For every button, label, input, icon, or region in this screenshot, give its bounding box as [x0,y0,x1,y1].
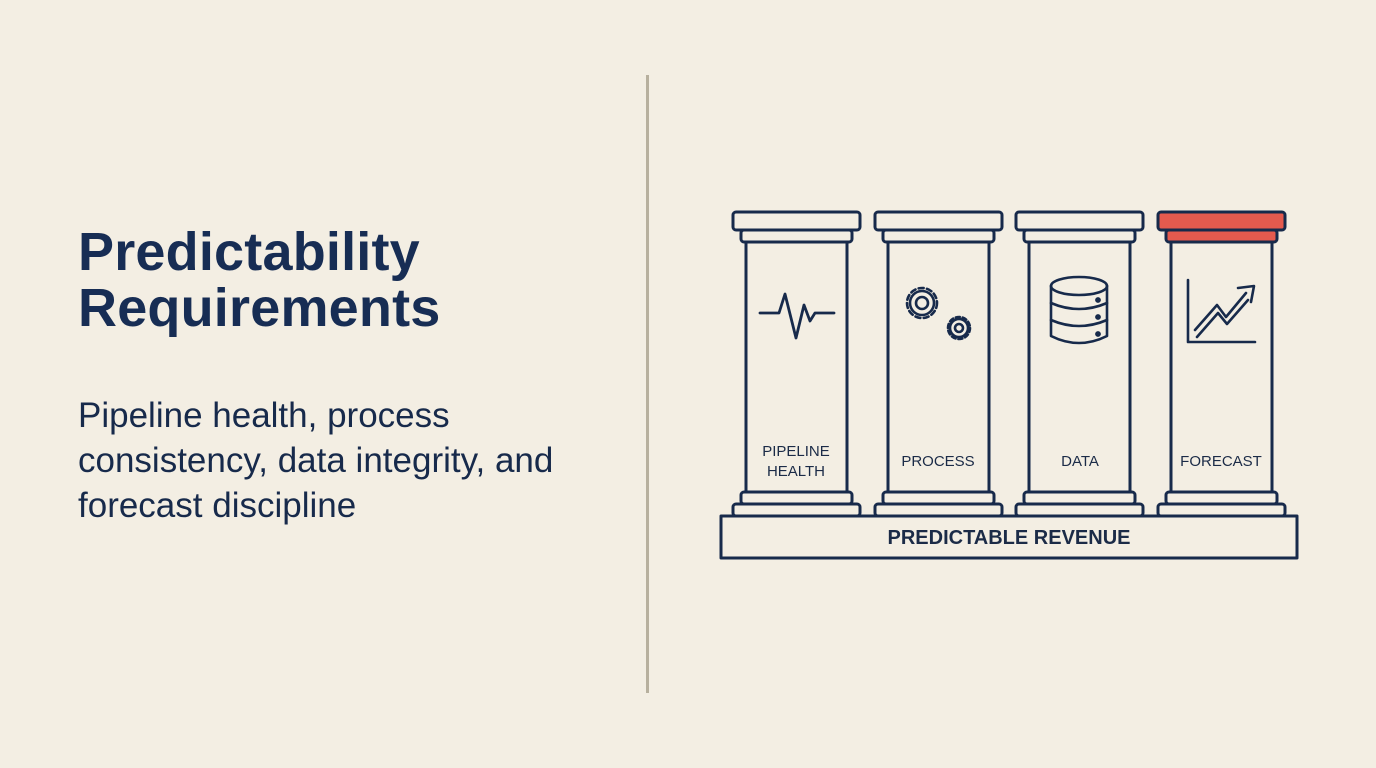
title-line-1: Predictability [78,222,420,282]
title-line-2: Requirements [78,278,441,338]
vertical-divider [646,75,649,693]
foundation-base: PREDICTABLE REVENUE [719,514,1299,560]
pillar-data: DATA [1014,210,1145,518]
slide-subtitle: Pipeline health, process consistency, da… [78,396,554,525]
gears-icon [905,286,972,341]
pillar-label: DATA [1061,453,1099,470]
base-label: PREDICTABLE REVENUE [888,527,1131,549]
slide-title: Predictability Requirements [78,224,441,336]
pillar-pipeline-health: PIPELINE HEALTH [731,210,862,518]
trend-chart-icon [1186,278,1257,344]
highlighted-capital [1156,210,1287,232]
database-icon [1049,275,1109,345]
pillar-label: FORECAST [1180,453,1262,470]
pillar-label: PIPELINE [762,443,830,460]
pillar-label: HEALTH [767,463,825,480]
pillar-forecast: FORECAST [1156,210,1287,518]
heartbeat-icon [758,292,836,340]
pillar-label: PROCESS [901,453,974,470]
pillar-process: PROCESS [873,210,1004,518]
